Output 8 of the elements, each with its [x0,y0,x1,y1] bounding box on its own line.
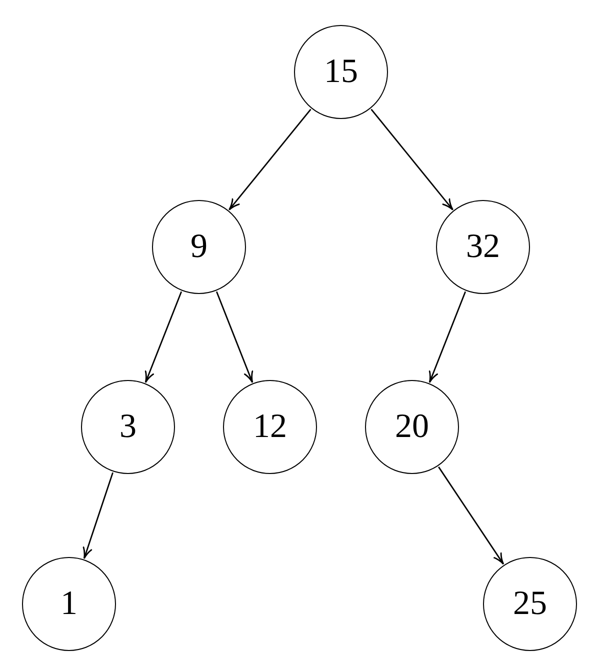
node-value: 12 [253,410,287,444]
node-value: 32 [466,230,500,264]
node-value: 20 [395,410,429,444]
node-value: 3 [120,410,136,444]
node-value: 1 [60,587,78,621]
node-value: 9 [190,230,208,264]
node-value: 25 [513,587,547,621]
node-value: 15 [324,55,358,89]
